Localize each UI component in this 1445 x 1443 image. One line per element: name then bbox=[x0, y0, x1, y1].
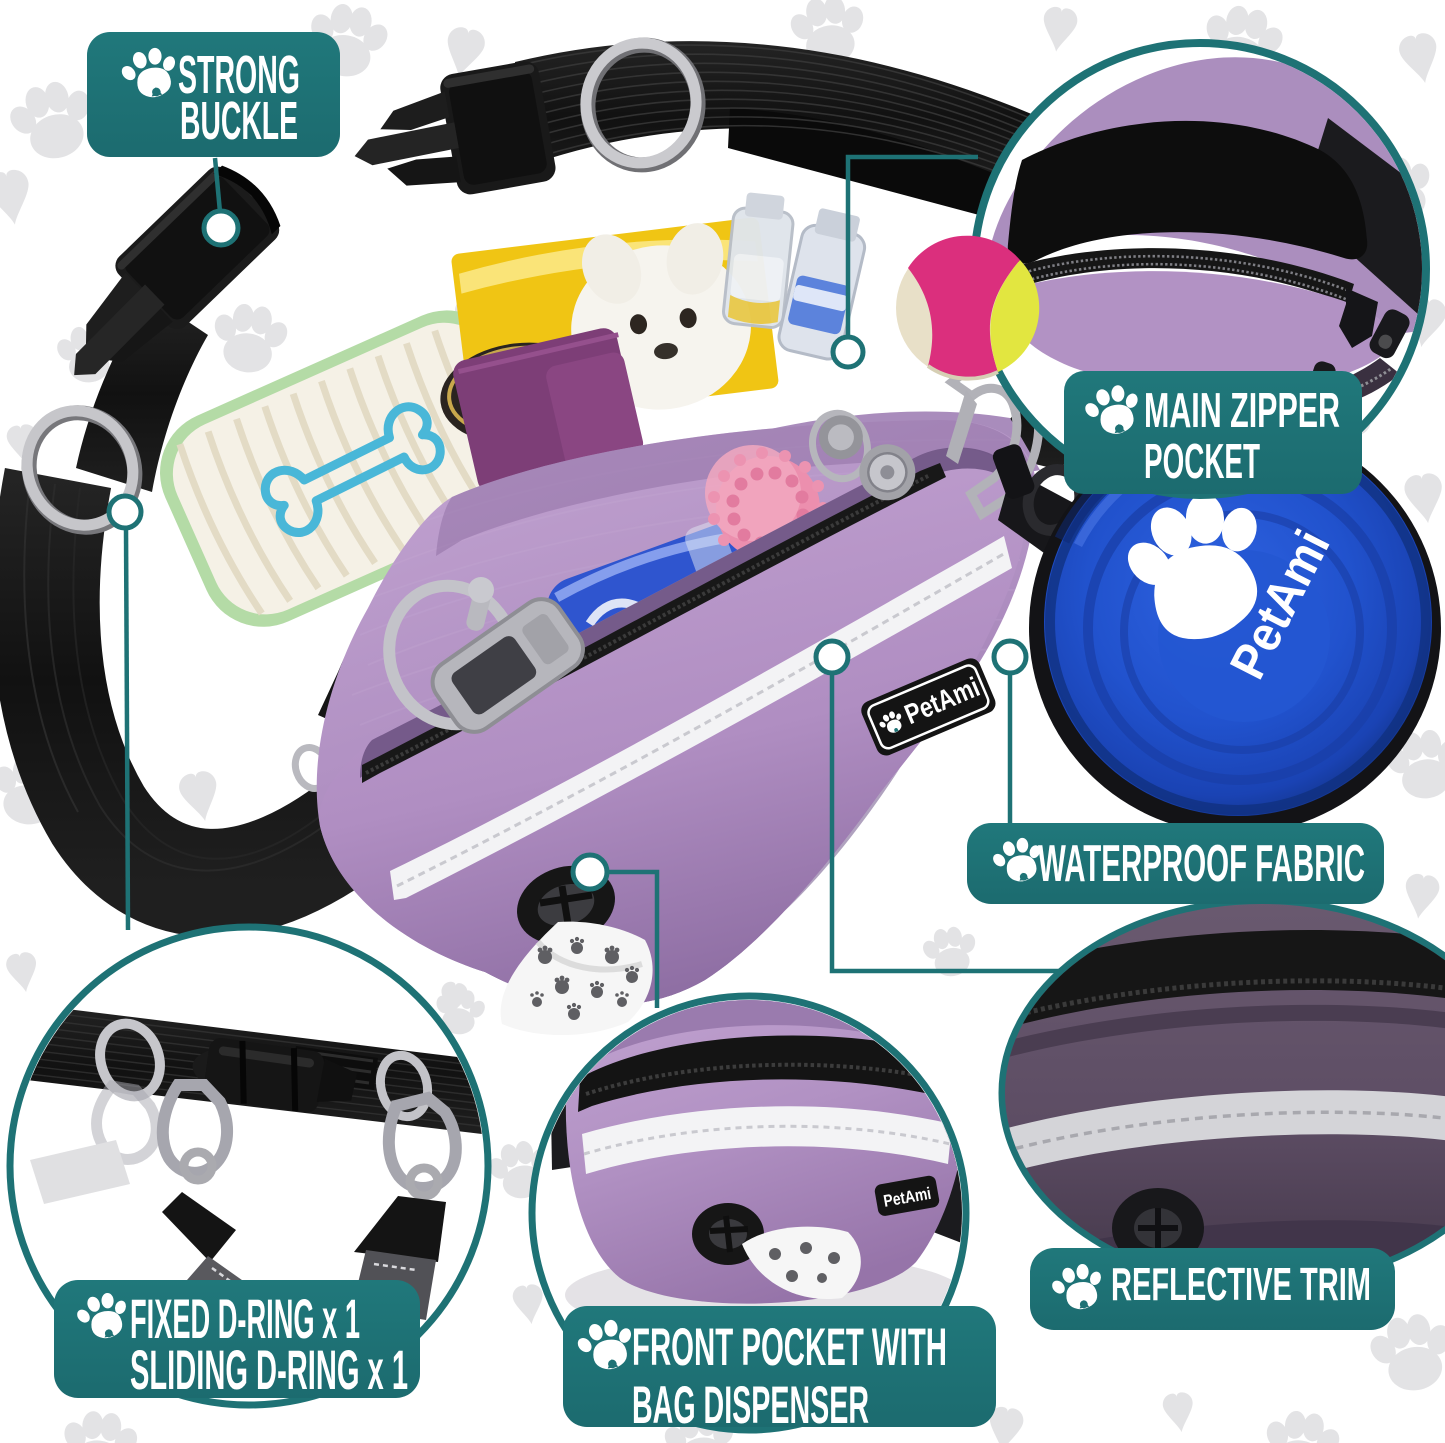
svg-text:BUCKLE: BUCKLE bbox=[180, 91, 298, 151]
svg-text:REFLECTIVE TRIM: REFLECTIVE TRIM bbox=[1111, 1258, 1371, 1310]
svg-text:SLIDING D-RING x 1: SLIDING D-RING x 1 bbox=[130, 1338, 408, 1401]
svg-text:MAIN ZIPPER: MAIN ZIPPER bbox=[1144, 384, 1340, 438]
svg-text:STRONG: STRONG bbox=[178, 45, 300, 105]
svg-text:WATERPROOF FABRIC: WATERPROOF FABRIC bbox=[1038, 835, 1365, 893]
svg-text:POCKET: POCKET bbox=[1144, 435, 1260, 489]
svg-text:FRONT POCKET WITH: FRONT POCKET WITH bbox=[632, 1318, 947, 1377]
svg-text:FIXED D-RING x 1: FIXED D-RING x 1 bbox=[130, 1287, 360, 1350]
svg-text:BAG DISPENSER: BAG DISPENSER bbox=[632, 1376, 869, 1435]
